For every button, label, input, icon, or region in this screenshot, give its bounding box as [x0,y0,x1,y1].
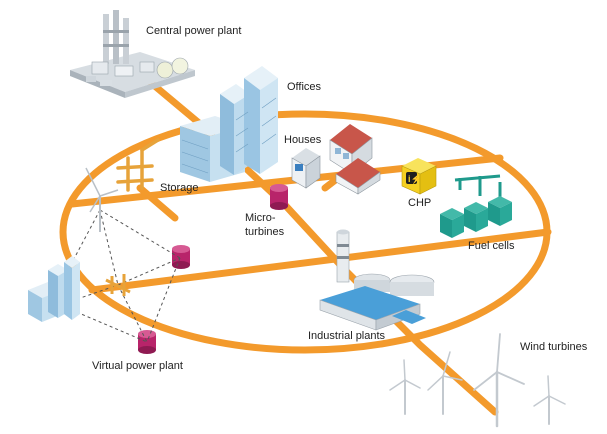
micro-turbine-vpp-upper [172,245,190,269]
storage-label: Storage [160,182,199,194]
micro-turbine-main [270,184,288,210]
wind-turbine-1 [389,359,421,415]
fuel-cells-label: Fuel cells [468,240,515,252]
vpp-office-building [28,256,80,322]
industrial-plants-icon [319,229,435,331]
storage-icon [116,138,160,192]
central-power-plant-label: Central power plant [146,25,242,37]
micro-turbines-label-line2: turbines [245,226,285,238]
virtual-power-plant-links [59,209,181,343]
virtual-power-plant-label: Virtual power plant [92,360,183,372]
wind-turbine-3 [473,333,525,428]
central-power-plant-icon [70,10,195,98]
vpp-control-node [105,274,131,296]
micro-turbines-label-line1: Micro- [245,212,276,224]
wind-turbines-icon [389,333,566,428]
fuel-cells-icon [440,174,512,238]
feeder-central-plant [146,78,209,132]
houses-icon [291,124,381,195]
wind-turbine-2 [427,351,463,415]
wind-turbine-4 [533,375,566,425]
offices-icon [180,66,278,182]
feeder-storage [136,184,179,222]
vpp-wind-turbine [85,167,119,232]
industrial-plants-label: Industrial plants [308,330,386,342]
houses-label: Houses [284,134,322,146]
svg-text:i⚡: i⚡ [408,173,422,185]
chp-label: CHP [408,197,432,209]
offices-label: Offices [287,81,322,93]
wind-turbines-label: Wind turbines [520,341,588,353]
feeder-cross-lower [88,228,552,294]
chp-icon: i⚡ [401,158,437,195]
